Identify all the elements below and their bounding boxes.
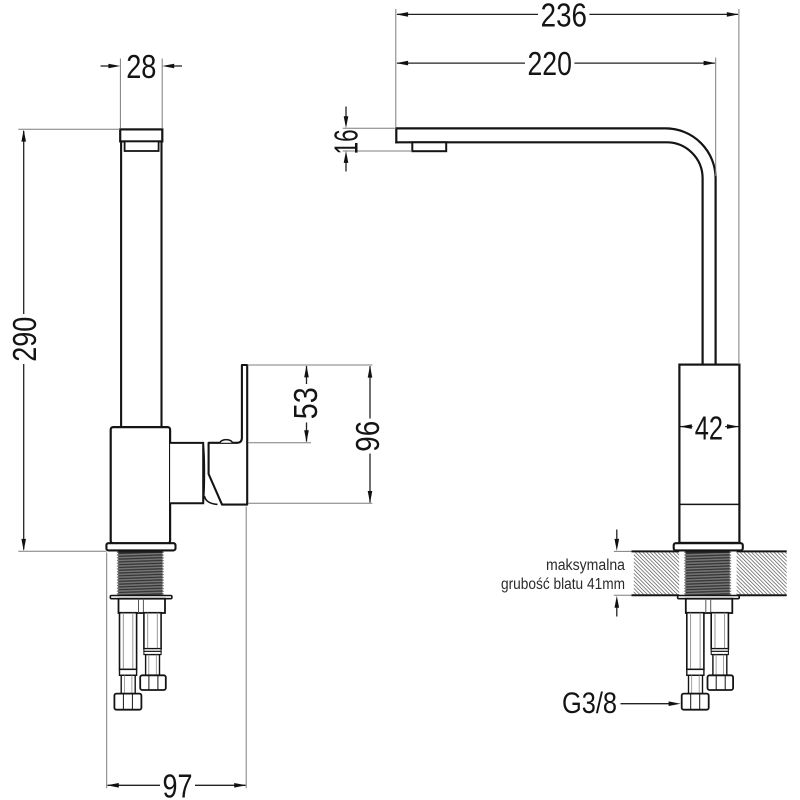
svg-text:97: 97 [163,767,193,800]
svg-text:grubość blatu 41mm: grubość blatu 41mm [501,576,625,593]
svg-text:G3/8: G3/8 [562,687,617,720]
svg-text:290: 290 [6,317,43,362]
svg-text:96: 96 [349,421,386,452]
svg-text:28: 28 [126,48,156,85]
svg-text:maksymalna: maksymalna [546,557,625,574]
svg-text:220: 220 [528,45,572,82]
svg-text:42: 42 [695,409,723,446]
svg-text:16: 16 [328,129,365,154]
svg-text:53: 53 [287,387,324,419]
svg-text:236: 236 [541,0,587,34]
